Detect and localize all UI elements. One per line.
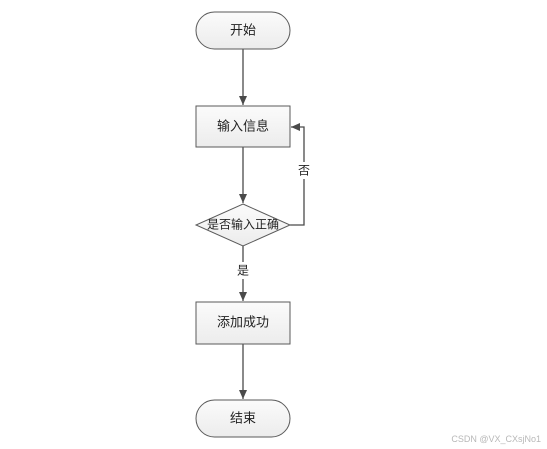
- watermark: CSDN @VX_CXsjNo1: [451, 434, 541, 444]
- node-end: 结束: [195, 399, 291, 438]
- edge-label-no: 否: [298, 164, 310, 178]
- node-input-info-label: 输入信息: [217, 119, 269, 135]
- node-add-success: 添加成功: [195, 301, 291, 345]
- node-input-info: 输入信息: [195, 105, 291, 148]
- edge-label-yes: 是: [237, 264, 249, 278]
- node-start-label: 开始: [230, 24, 256, 39]
- node-decision-label: 是否输入正确: [207, 217, 279, 232]
- node-decision: 是否输入正确: [194, 203, 292, 247]
- node-add-success-label: 添加成功: [217, 316, 269, 331]
- node-start: 开始: [195, 11, 291, 50]
- node-end-label: 结束: [230, 412, 256, 427]
